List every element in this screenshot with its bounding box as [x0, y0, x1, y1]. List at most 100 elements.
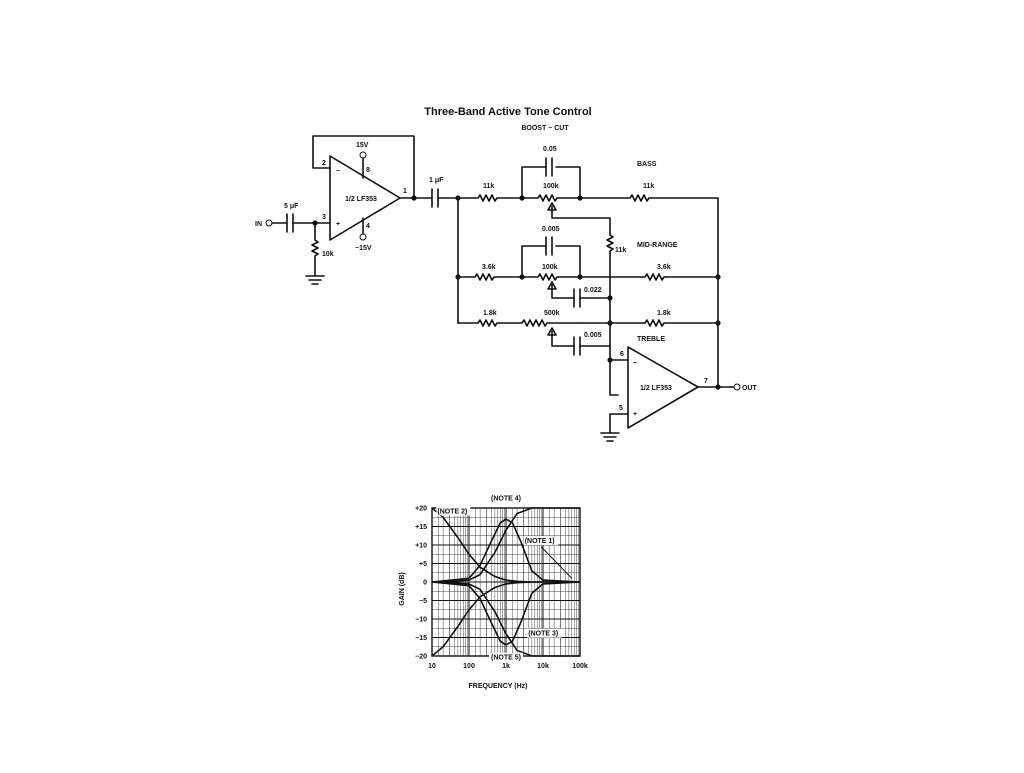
x-tick-label: 1k	[502, 663, 510, 670]
treble-wiper	[551, 330, 611, 347]
y-tick-label: 0	[423, 580, 427, 587]
opamp-2	[627, 346, 699, 429]
treble-resistor-1-and-pot	[457, 319, 581, 327]
opamp-1	[329, 155, 401, 241]
bias-resistor	[311, 222, 319, 276]
bass-wiper	[551, 205, 611, 236]
frequency-response-chart: 10 100 1k 10k 100k +20 +15 +10 +5 0 −5 −10 −15 −20 (N…	[399, 493, 588, 690]
mid-r1-label: 3.6k	[482, 264, 496, 271]
treble-wiper-arrow	[547, 327, 557, 336]
vneg-label: −15V	[355, 245, 372, 252]
mid-r2-label: 3.6k	[657, 264, 671, 271]
node-out	[715, 384, 721, 390]
treble-r1-label: 1.8k	[483, 310, 497, 317]
opamp-1-minus: −	[336, 168, 340, 175]
y-tick-label: −20	[415, 654, 427, 661]
node-mid-out	[715, 274, 721, 280]
y-tick-label: +15	[415, 524, 427, 531]
annotation-leader-line	[540, 546, 573, 579]
y-tick-label: −5	[419, 598, 427, 605]
mid-cap2-label: 0.022	[584, 287, 602, 294]
annotation-background	[489, 493, 523, 503]
mid-pot	[521, 273, 581, 281]
treble-r2-label: 1.8k	[657, 310, 671, 317]
bass-r1-label: 11k	[483, 183, 494, 190]
input-label: IN	[255, 221, 262, 228]
y-tick-label: +10	[415, 543, 427, 550]
treble-cap-label: 0.005	[584, 332, 602, 339]
coupling-cap-label: 1 μF	[429, 177, 444, 184]
chart-curves	[431, 507, 581, 657]
node-treble-out	[715, 320, 721, 326]
chart-tick-labels: 10 100 1k 10k 100k +20 +15 +10 +5 0 −5 −10 −15 −20	[415, 506, 588, 671]
bass-pot-label: 100k	[543, 183, 559, 190]
annotation-background	[489, 652, 523, 662]
mid-capacitor	[545, 236, 553, 256]
x-tick-label: 10k	[537, 663, 549, 670]
y-tick-label: −10	[415, 617, 427, 624]
wire-opamp2-noninv	[609, 413, 629, 433]
chart-y-axis-label: GAIN (dB)	[399, 572, 406, 605]
chart-annotations: (NOTE 2)(NOTE 4)(NOTE 1)(NOTE 3)(NOTE 5)	[436, 493, 573, 662]
response-curve-2	[431, 581, 580, 657]
x-tick-label: 10	[428, 663, 436, 670]
opamp-1-pin2: 2	[322, 160, 326, 167]
mid-cap-label: 0.005	[542, 226, 560, 233]
bass-cap-label: 0.05	[543, 146, 557, 153]
y-tick-label: −15	[415, 635, 427, 642]
mid-wiper-arrow	[547, 281, 557, 290]
treble-resistor-2	[579, 319, 719, 327]
opamp-1-pin8: 8	[366, 167, 370, 174]
opamp-1-feedback	[312, 135, 415, 199]
treble-label: TREBLE	[637, 336, 665, 343]
ground-symbol-2	[600, 432, 620, 442]
annotation-background	[523, 536, 558, 546]
mid-link-resistor	[606, 234, 619, 396]
opamp-2-pin6: 6	[620, 351, 624, 358]
ground-symbol-1	[305, 275, 325, 285]
y-tick-label: +20	[415, 506, 427, 513]
mid-capacitor-2	[573, 288, 581, 308]
mid-range-label: MID-RANGE	[637, 242, 678, 249]
mid-cap-bridge	[521, 245, 581, 278]
opamp-2-minus: −	[633, 360, 637, 367]
x-tick-label: 100	[463, 663, 475, 670]
output-label: OUT	[742, 385, 758, 392]
bass-wiper-arrow	[547, 202, 557, 211]
treble-capacitor	[573, 336, 581, 356]
vneg-terminal	[359, 233, 367, 241]
annotation-background	[527, 628, 562, 638]
output-terminal	[733, 383, 741, 391]
mid-resistor-1	[457, 273, 523, 281]
mid-link-label: 11k	[615, 247, 626, 254]
opamp-1-pin1: 1	[403, 188, 407, 195]
schematic: IN 5 μF 10k 1/2 LF353 − + 2 3 1 8 4 15V …	[255, 135, 758, 442]
coupling-capacitor	[431, 188, 439, 208]
chart-annotation-note-4: (NOTE 3)	[528, 631, 558, 638]
node-mid-cap	[607, 295, 613, 301]
opamp-1-pin4: 4	[366, 223, 370, 230]
chart-annotation-note-2: (NOTE 4)	[491, 496, 521, 503]
response-curve-3	[431, 507, 580, 583]
annotation-background	[436, 506, 471, 516]
diagram-subtitle: BOOST ~ CUT	[521, 125, 569, 132]
vpos-label: 15V	[356, 142, 369, 149]
node-opamp2-inv	[607, 357, 613, 363]
input-cap-label: 5 μF	[284, 203, 299, 210]
opamp-1-pin3: 3	[322, 214, 326, 221]
x-tick-label: 100k	[572, 663, 588, 670]
bass-r2-label: 11k	[643, 183, 654, 190]
y-tick-label: +5	[419, 561, 427, 568]
node-treble-mid	[607, 320, 613, 326]
chart-annotation-note-5: (NOTE 5)	[491, 655, 521, 662]
input-terminal	[265, 219, 273, 227]
opamp-1-label: 1/2 LF353	[345, 196, 377, 203]
bass-resistor-1	[457, 194, 523, 202]
opamp-2-label: 1/2 LF353	[640, 385, 672, 392]
opamp-2-pin7: 7	[704, 378, 708, 385]
bass-resistor-2	[579, 194, 719, 388]
opamp-2-plus: +	[633, 411, 637, 418]
response-curve-4	[431, 581, 580, 657]
